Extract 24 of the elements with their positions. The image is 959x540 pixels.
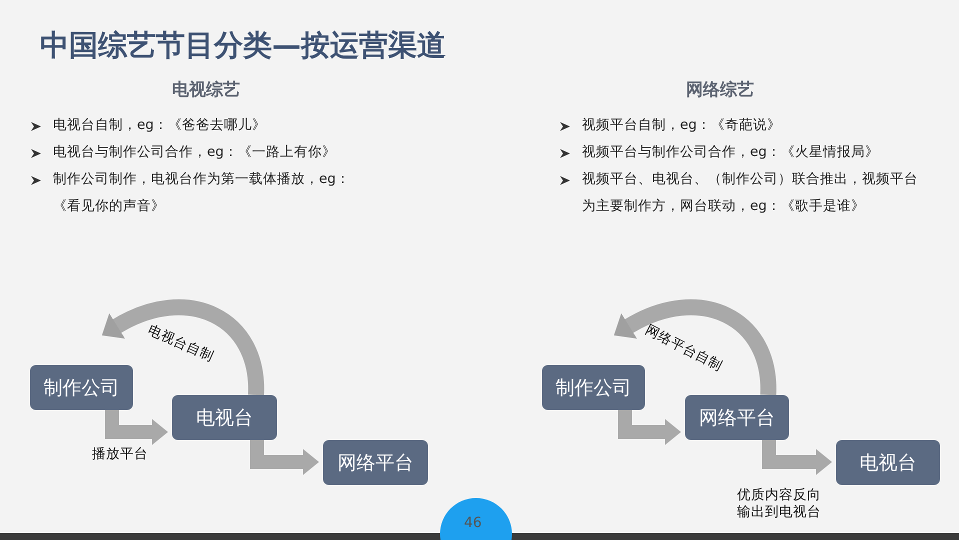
process-box: 网络平台 bbox=[685, 395, 789, 440]
block-arrow bbox=[618, 410, 681, 445]
bullet-text: 视频平台、电视台、（制作公司）联合推出，视频平台为主要制作方，网台联动，eg：《歌手是谁》 bbox=[582, 170, 919, 216]
page-number: 46 bbox=[464, 515, 482, 531]
bullet-text: 电视台与制作公司合作，eg：《一路上有你》 bbox=[53, 143, 337, 162]
bullet-text: 视频平台与制作公司合作，eg：《火星情报局》 bbox=[582, 143, 880, 162]
process-box: 电视台 bbox=[836, 440, 940, 485]
process-box: 电视台 bbox=[172, 395, 277, 440]
edge-label: 网络平台自制 bbox=[642, 322, 725, 376]
process-box: 制作公司 bbox=[542, 365, 645, 410]
section-heading: 网络综艺 bbox=[686, 79, 754, 101]
process-box: 制作公司 bbox=[30, 365, 133, 410]
block-arrow bbox=[250, 440, 319, 475]
title: 中国综艺节目分类—按运营渠道 bbox=[40, 27, 446, 64]
process-box: 网络平台 bbox=[323, 440, 428, 485]
block-arrow bbox=[762, 440, 832, 475]
bullet-text: 视频平台自制，eg：《奇葩说》 bbox=[582, 116, 782, 135]
block-arrow bbox=[613, 300, 776, 396]
edge-label: 电视台自制 bbox=[145, 322, 216, 366]
bullet-text: 制作公司制作，电视台作为第一载体播放，eg：《看见你的声音》 bbox=[53, 170, 351, 216]
section-heading: 电视综艺 bbox=[172, 79, 240, 101]
block-arrow bbox=[101, 300, 264, 396]
block-arrow bbox=[105, 410, 168, 445]
bullet-text: 电视台自制，eg：《爸爸去哪儿》 bbox=[53, 116, 267, 135]
